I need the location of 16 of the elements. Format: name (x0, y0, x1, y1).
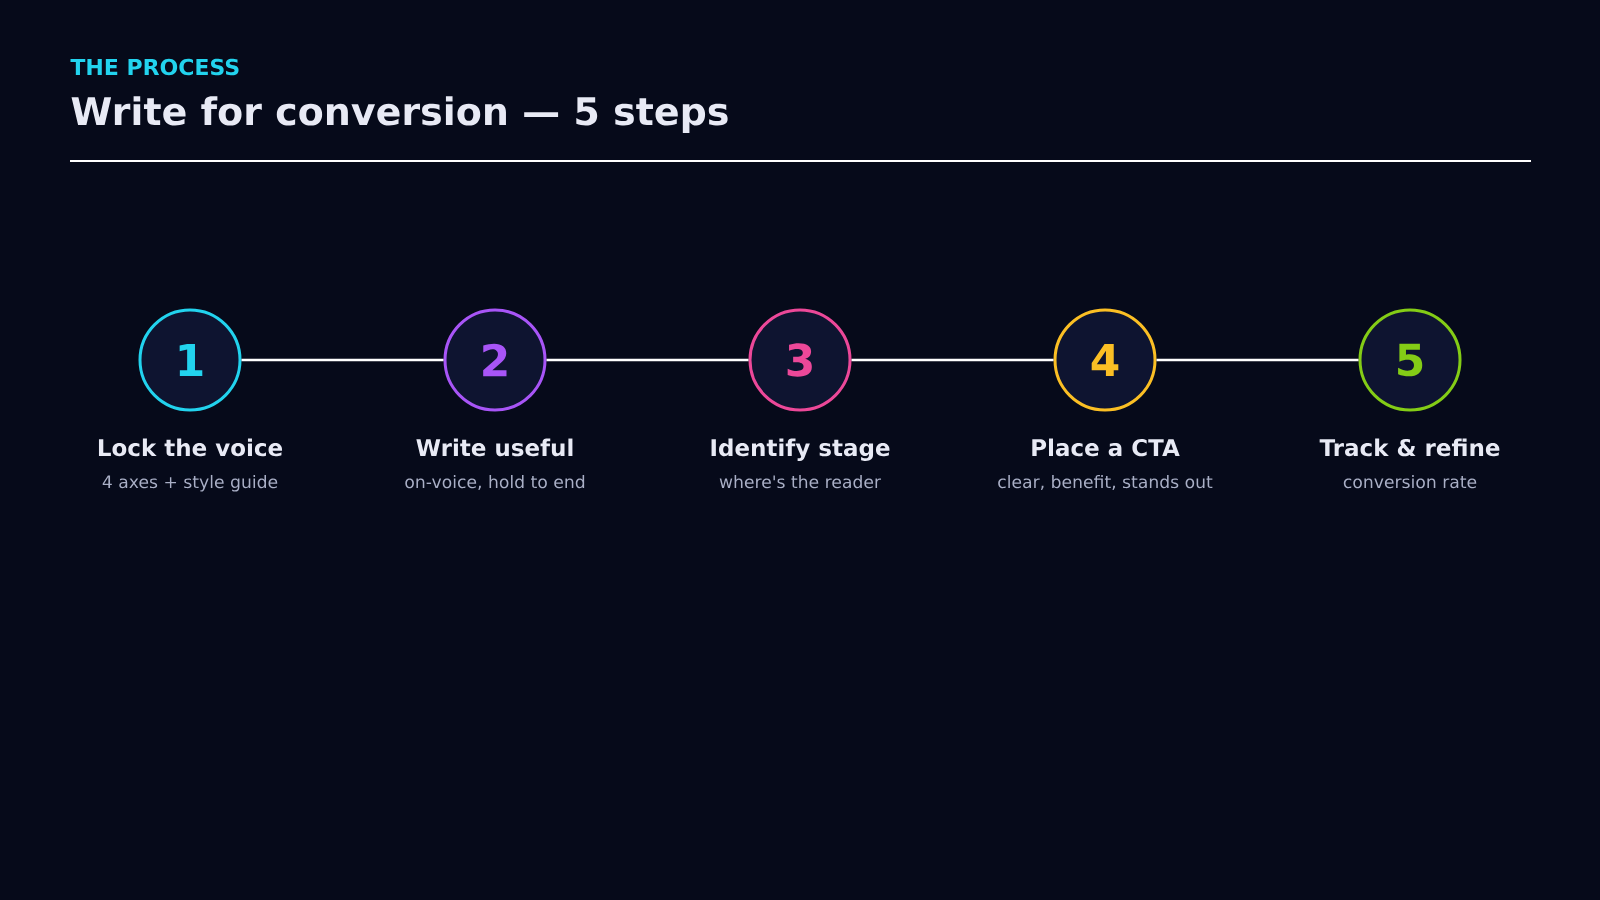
step-subtitle: where's the reader (719, 474, 881, 489)
step-subtitle: clear, benefit, stands out (998, 474, 1213, 490)
step-title: Write useful (416, 438, 573, 457)
connector-line (241, 358, 444, 362)
step-title: Place a CTA (1032, 438, 1180, 457)
step-title: Lock the voice (98, 438, 283, 457)
connector-line (1156, 358, 1359, 362)
eyebrow-label: THE PROCESS (70, 58, 239, 76)
step-subtitle: conversion rate (1343, 474, 1477, 489)
connector-line (546, 358, 749, 362)
step-title: Identify stage (711, 438, 890, 461)
step-title: Track & refine (1319, 438, 1500, 457)
connector-line (851, 358, 1054, 362)
title: Write for conversion — 5 steps (71, 96, 728, 133)
step-subtitle: 4 axes + style guide (102, 474, 278, 492)
step-subtitle: on-voice, hold to end (405, 474, 585, 490)
